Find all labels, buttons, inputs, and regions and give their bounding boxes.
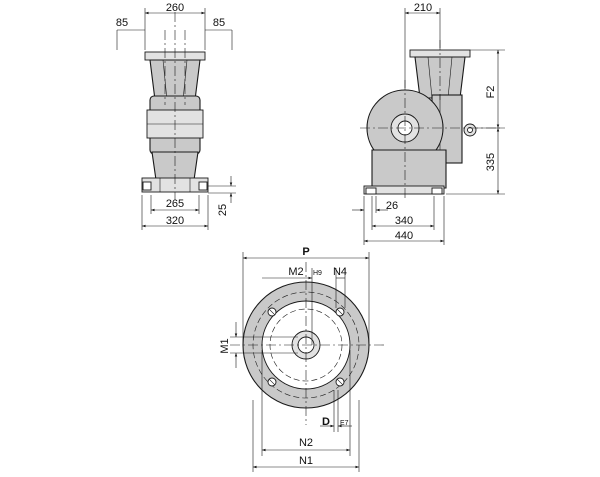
dim-front-foot-outer: 320 [166,215,184,227]
dim-flange-n1: N1 [299,455,313,467]
dim-side-foot-thickness: 26 [386,200,398,212]
dim-front-top-center: 260 [166,2,184,14]
side-base [371,149,447,189]
flange-bolt-holes [267,307,345,387]
dim-side-foot-spacing: 340 [395,215,413,227]
dim-flange-n4: N4 [333,266,347,278]
dim-side-upper-height: F2 [485,86,497,99]
side-view: 210 F2 335 26 340 440 [352,2,505,245]
dim-front-foot-height: 25 [217,204,229,216]
dim-flange-p: P [302,246,309,258]
dim-front-top-left: 85 [116,17,128,29]
dim-side-lower-height: 335 [485,153,497,171]
dim-flange-m2: M2 [288,266,303,278]
dim-front-top-right: 85 [213,17,225,29]
dim-flange-h9: H9 [313,270,322,277]
dim-flange-n2: N2 [299,437,313,449]
dim-side-overall-length: 440 [395,230,413,242]
dim-flange-m1: M1 [219,338,231,353]
dim-front-foot-inner: 265 [166,198,184,210]
front-view: 85 260 85 265 320 25 [116,2,236,230]
dim-flange-d: D [322,416,330,428]
dim-flange-e7: E7 [340,420,349,427]
flange-view: P M2 H9 N4 M1 D E7 N2 N1 [219,246,385,472]
dim-side-flange-offset: 210 [414,2,432,14]
